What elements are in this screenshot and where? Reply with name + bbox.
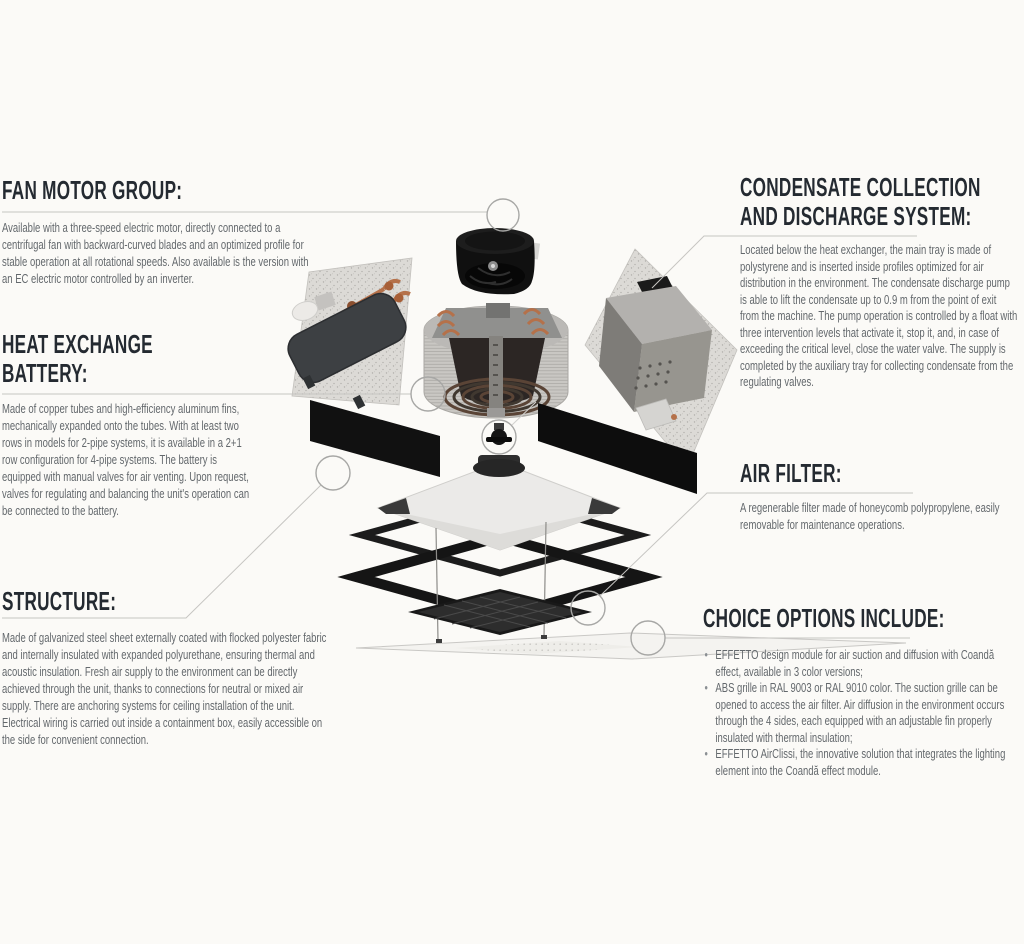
air-filter-body: A regenerable filter made of honeycomb p…: [740, 500, 1000, 532]
fan-motor: [456, 228, 541, 295]
section-heat-exchange: HEAT EXCHANGE BATTERY:: [2, 331, 231, 387]
choice-options-title: CHOICE OPTIONS INCLUDE:: [703, 603, 945, 633]
condensate-body: Located below the heat exchanger, the ma…: [740, 242, 1018, 389]
section-fan-motor: FAN MOTOR GROUP:: [2, 177, 275, 204]
fan-motor-title: FAN MOTOR GROUP:: [2, 175, 183, 205]
heat-exchange-title-line1: HEAT EXCHANGE: [2, 329, 153, 359]
structure-body: Made of galvanized steel sheet externall…: [2, 630, 327, 747]
condensate-title-line1: CONDENSATE COLLECTION: [740, 172, 981, 202]
structure-title: STRUCTURE:: [2, 586, 117, 616]
air-filter-title: AIR FILTER:: [740, 458, 842, 488]
water-valve: [486, 423, 512, 445]
air-filter-grille: [408, 589, 592, 635]
insulation-side-panels: [310, 400, 697, 494]
fan-motor-body: Available with a three-speed electric mo…: [2, 220, 309, 286]
choice-option-item: ABS grille in RAL 9003 or RAL 9010 color…: [703, 680, 1017, 746]
valve-group-and-auxiliary-tray-panel: [287, 257, 413, 410]
choice-option-item: EFFETTO design module for air suction an…: [703, 647, 1017, 680]
section-choice-options: CHOICE OPTIONS INCLUDE:: [703, 605, 1024, 632]
heat-exchange-title-line2: BATTERY:: [2, 358, 88, 388]
heat-exchange-coil: [423, 303, 569, 419]
choice-option-item: EFFETTO AirClissi, the innovative soluti…: [703, 746, 1017, 779]
section-structure: STRUCTURE:: [2, 588, 175, 615]
heat-exchange-body: Made of copper tubes and high-efficiency…: [2, 401, 250, 518]
choice-options-list: EFFETTO design module for air suction an…: [703, 647, 1017, 779]
condensate-title-line2: AND DISCHARGE SYSTEM:: [740, 201, 972, 231]
section-air-filter: AIR FILTER:: [740, 460, 894, 487]
section-condensate: CONDENSATE COLLECTION AND DISCHARGE SYST…: [740, 174, 1024, 230]
